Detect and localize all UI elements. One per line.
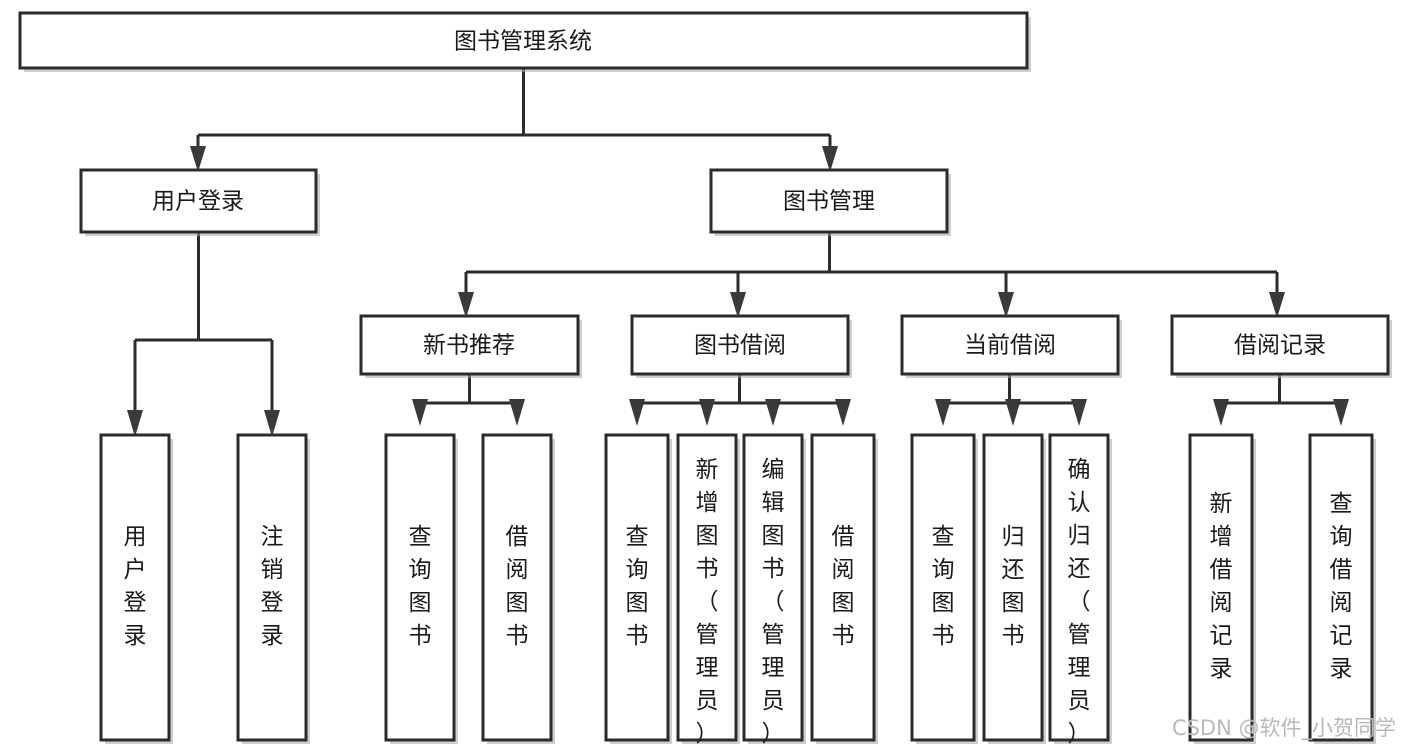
node-leaf-add-record[interactable]: 新增借阅记录 bbox=[1188, 433, 1256, 744]
node-leaf-borrow-book-1-label: 借阅图书 bbox=[506, 524, 529, 649]
arrow-icon-to-leaf-edit-book bbox=[765, 399, 781, 426]
arrow-icon-to-leaf-query-record bbox=[1333, 399, 1349, 426]
node-leaf-logout-login-label: 注销登录 bbox=[261, 524, 284, 649]
node-leaf-return-book-label: 归还图书 bbox=[1002, 524, 1025, 649]
node-leaf-user-login[interactable]: 用户登录 bbox=[99, 433, 173, 744]
arrow-icon-to-book-borrow bbox=[730, 292, 746, 318]
node-leaf-query-book-3[interactable]: 查询图书 bbox=[910, 433, 978, 744]
node-leaf-query-book-2-rect bbox=[604, 433, 670, 742]
node-leaf-add-book-rect bbox=[676, 433, 738, 742]
node-leaf-logout-login[interactable]: 注销登录 bbox=[236, 433, 310, 744]
node-leaf-edit-book-rect bbox=[742, 433, 804, 742]
node-new-book-rec[interactable]: 新书推荐 bbox=[359, 314, 582, 378]
node-book-borrow-label: 图书借阅 bbox=[694, 333, 786, 359]
arrow-icon-to-leaf-user-login bbox=[127, 410, 143, 437]
node-leaf-query-book-1-label: 查询图书 bbox=[409, 524, 432, 649]
arrow-icon-to-leaf-return-book bbox=[1005, 399, 1021, 426]
arrow-icon-to-user-login bbox=[190, 146, 206, 172]
arrow-icon-to-leaf-confirm-return bbox=[1071, 399, 1087, 426]
arrow-icon-to-new-book-rec bbox=[458, 292, 474, 318]
node-user-login-rect bbox=[79, 168, 318, 234]
node-current-borrow-rect bbox=[900, 314, 1120, 376]
arrow-icon-to-leaf-borrow-book-2 bbox=[835, 399, 851, 426]
node-leaf-query-book-3-label: 查询图书 bbox=[932, 524, 955, 649]
node-new-book-rec-label: 新书推荐 bbox=[423, 333, 515, 359]
node-leaf-user-login-label: 用户登录 bbox=[124, 524, 147, 649]
node-leaf-query-record[interactable]: 查询借阅记录 bbox=[1308, 433, 1376, 744]
arrow-icon-to-leaf-add-record bbox=[1213, 399, 1229, 426]
leaf-layer: 用户登录 注销登录 查询图书 借阅图书 查询图书 新增图书（管理员） 编辑图书（管理员） 借阅… bbox=[99, 433, 1376, 747]
node-leaf-query-book-2[interactable]: 查询图书 bbox=[604, 433, 672, 744]
arrow-icon-to-leaf-borrow-book-1 bbox=[509, 399, 525, 426]
node-user-login-label: 用户登录 bbox=[152, 189, 244, 215]
node-leaf-query-record-rect bbox=[1308, 433, 1374, 742]
node-borrow-record-rect bbox=[1170, 314, 1390, 376]
node-leaf-return-book[interactable]: 归还图书 bbox=[982, 433, 1046, 744]
node-book-manage[interactable]: 图书管理 bbox=[709, 168, 951, 236]
node-borrow-record[interactable]: 借阅记录 bbox=[1170, 314, 1392, 378]
node-leaf-edit-book[interactable]: 编辑图书（管理员） bbox=[742, 433, 806, 747]
node-leaf-borrow-book-1-rect bbox=[481, 433, 553, 742]
node-leaf-query-record-label: 查询借阅记录 bbox=[1330, 491, 1353, 682]
node-root-rect bbox=[18, 11, 1029, 70]
node-current-borrow[interactable]: 当前借阅 bbox=[900, 314, 1122, 378]
node-leaf-edit-book-label: 编辑图书（管理员） bbox=[762, 457, 785, 747]
node-new-book-rec-rect bbox=[359, 314, 580, 376]
node-leaf-add-book[interactable]: 新增图书（管理员） bbox=[676, 433, 740, 747]
node-leaf-user-login-rect bbox=[99, 433, 171, 742]
node-user-login[interactable]: 用户登录 bbox=[79, 168, 320, 236]
node-current-borrow-label: 当前借阅 bbox=[964, 333, 1056, 359]
node-leaf-confirm-return-label: 确认归还（管理员） bbox=[1068, 457, 1091, 747]
arrow-icon-to-book-manage bbox=[822, 146, 838, 172]
node-leaf-query-book-1[interactable]: 查询图书 bbox=[384, 433, 458, 744]
node-book-borrow-rect bbox=[630, 314, 850, 376]
node-book-manage-label: 图书管理 bbox=[783, 189, 875, 215]
arrow-icon-to-leaf-query-book-3 bbox=[935, 399, 951, 426]
node-book-borrow[interactable]: 图书借阅 bbox=[630, 314, 852, 378]
node-leaf-add-book-label: 新增图书（管理员） bbox=[696, 457, 719, 747]
node-root-label: 图书管理系统 bbox=[454, 29, 592, 55]
node-leaf-query-book-3-rect bbox=[910, 433, 976, 742]
node-leaf-add-record-label: 新增借阅记录 bbox=[1210, 491, 1233, 682]
arrowhead-layer bbox=[127, 146, 1349, 437]
node-leaf-query-book-1-rect bbox=[384, 433, 456, 742]
node-leaf-borrow-book-2-label: 借阅图书 bbox=[832, 524, 855, 649]
arrow-icon-to-current-borrow bbox=[998, 292, 1014, 318]
arrow-icon-to-leaf-add-book bbox=[699, 399, 715, 426]
node-leaf-confirm-return[interactable]: 确认归还（管理员） bbox=[1048, 433, 1112, 747]
node-book-manage-rect bbox=[709, 168, 949, 234]
node-leaf-add-record-rect bbox=[1188, 433, 1254, 742]
arrow-icon-to-borrow-record bbox=[1269, 292, 1285, 318]
arrow-icon-to-leaf-query-book-2 bbox=[629, 399, 645, 426]
node-borrow-record-label: 借阅记录 bbox=[1234, 333, 1326, 359]
node-root[interactable]: 图书管理系统 bbox=[18, 11, 1031, 72]
csdn-watermark: CSDN @软件_小贺同学 bbox=[1172, 716, 1396, 741]
node-leaf-borrow-book-1[interactable]: 借阅图书 bbox=[481, 433, 555, 744]
arrow-icon-to-leaf-query-book-1 bbox=[412, 399, 428, 426]
node-leaf-logout-login-rect bbox=[236, 433, 308, 742]
node-leaf-borrow-book-2[interactable]: 借阅图书 bbox=[810, 433, 878, 744]
arrow-icon-to-leaf-logout-login bbox=[264, 410, 280, 437]
node-leaf-query-book-2-label: 查询图书 bbox=[626, 524, 649, 649]
node-leaf-borrow-book-2-rect bbox=[810, 433, 876, 742]
node-leaf-return-book-rect bbox=[982, 433, 1044, 742]
node-leaf-confirm-return-rect bbox=[1048, 433, 1110, 742]
